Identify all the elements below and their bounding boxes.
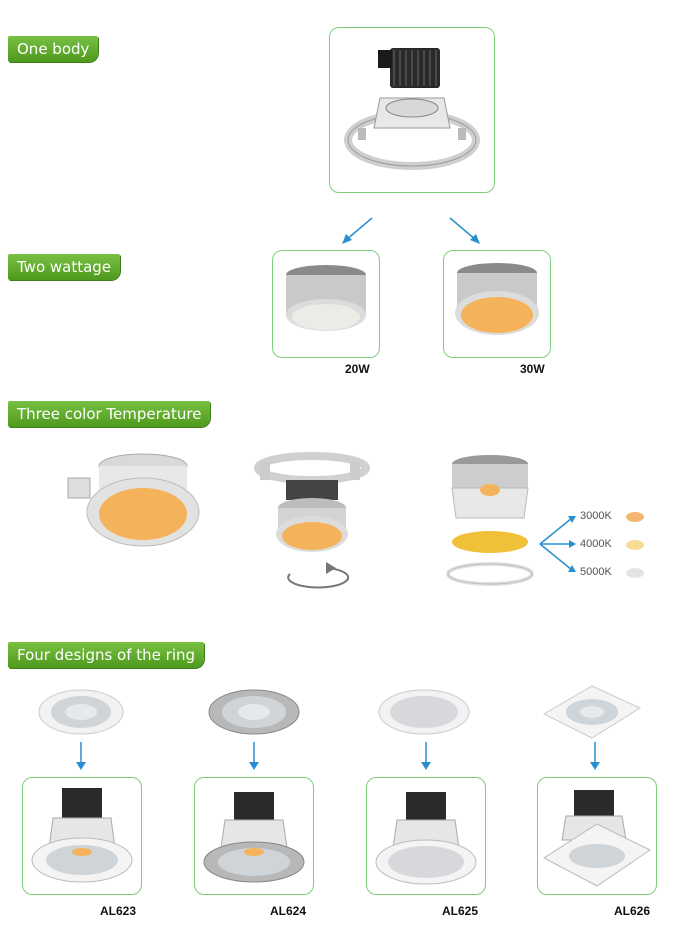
downlight-al624-image [203, 792, 305, 883]
model-al626-frame [537, 777, 657, 895]
wattage-20w-frame [272, 250, 380, 358]
downlight-al626-image [543, 790, 651, 887]
model-al623-frame [22, 777, 142, 895]
arrow-down-icon-2 [249, 742, 259, 770]
color-temp-3000k-swatch [626, 512, 644, 522]
section-tag-two-wattage: Two wattage [8, 254, 121, 280]
ring-al623-image [38, 689, 124, 735]
arrow-left-icon [342, 217, 373, 244]
model-al626-label: AL626 [614, 904, 651, 918]
wattage-30w-frame [443, 250, 551, 358]
color-temp-4000k-swatch [626, 540, 644, 550]
model-al625-label: AL625 [442, 904, 479, 918]
ring-al624-image [208, 689, 300, 735]
color-temp-4000k-label: 4000K [580, 538, 612, 550]
downlight-body-image [344, 48, 480, 170]
model-al624-label: AL624 [270, 904, 307, 918]
section-tag-three-color: Three color Temperature [8, 401, 211, 427]
color-temp-5000k-label: 5000K [580, 566, 612, 578]
model-al624-frame [194, 777, 314, 895]
arrow-down-icon-3 [421, 742, 431, 770]
section-tag-one-body: One body [8, 36, 99, 62]
one-body-image-frame [329, 27, 495, 193]
arrow-down-icon-1 [76, 742, 86, 770]
model-al623-label: AL623 [100, 904, 137, 918]
model-al625-frame [366, 777, 486, 895]
ring-al626-image [542, 685, 642, 739]
downlight-rotate-image [254, 452, 370, 589]
module-20w-image [286, 265, 366, 331]
wattage-20w-label: 20W [345, 362, 370, 376]
downlight-warm-image [67, 453, 200, 547]
module-30w-image [455, 263, 539, 335]
exploded-module-image [446, 455, 534, 586]
color-temp-3000k-label: 3000K [580, 510, 612, 522]
arrow-down-icon-4 [590, 742, 600, 770]
wattage-30w-label: 30W [520, 362, 545, 376]
color-temp-5000k-swatch [626, 568, 644, 578]
ring-al625-image [378, 689, 470, 735]
branch-arrows-icon [539, 516, 576, 572]
section-tag-four-designs: Four designs of the ring [8, 642, 205, 668]
arrow-right-icon [449, 217, 480, 244]
downlight-al625-image [375, 792, 477, 885]
downlight-al623-image [31, 788, 133, 883]
